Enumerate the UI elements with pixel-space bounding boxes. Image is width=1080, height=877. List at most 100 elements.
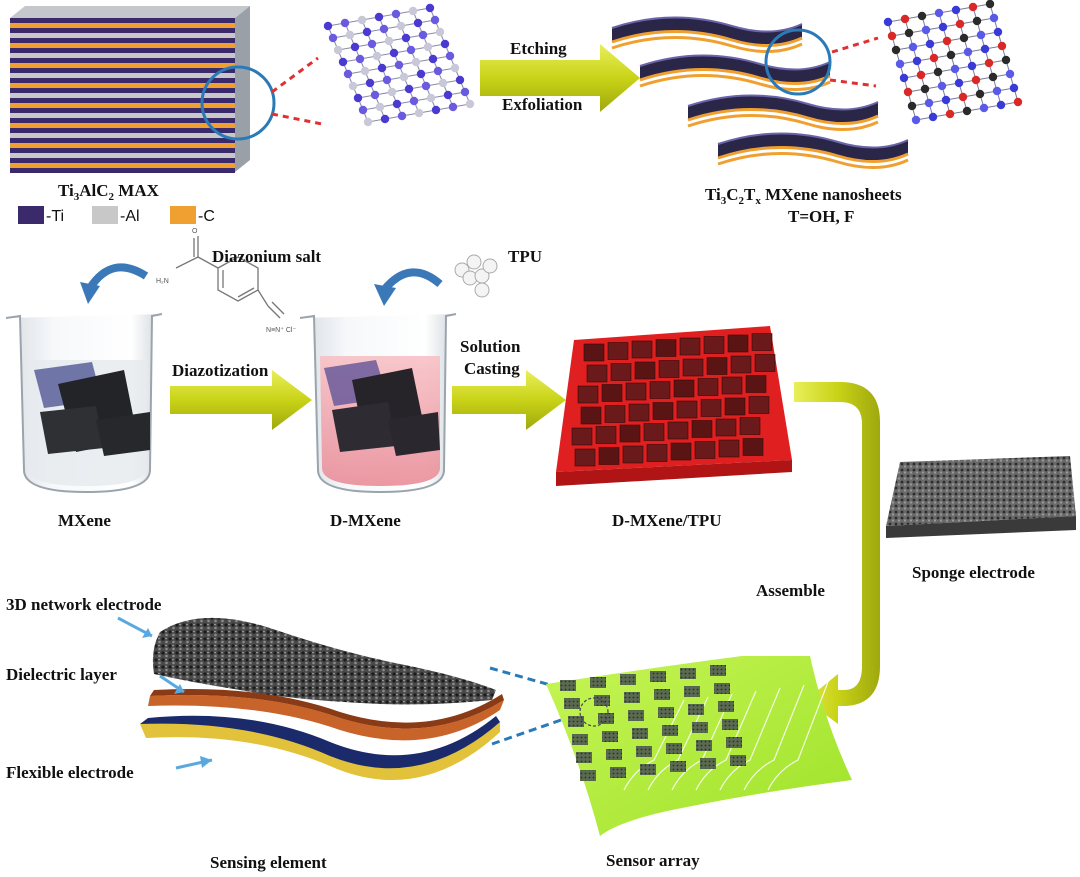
atom <box>401 33 411 43</box>
element-legend: -Ti -Al -C <box>18 206 215 225</box>
film-tile <box>583 343 605 362</box>
max-layer <box>10 23 235 28</box>
film-tile <box>727 334 749 353</box>
sensor-array <box>546 656 852 836</box>
sensor-pad <box>684 686 700 697</box>
legend-label-ti: -Ti <box>46 208 64 225</box>
sensor-trace <box>719 687 781 791</box>
atom <box>409 96 419 106</box>
mxene-sheet <box>688 95 878 124</box>
film-tile <box>580 406 602 425</box>
atom <box>963 47 973 57</box>
atom <box>445 51 455 61</box>
atom <box>450 63 460 73</box>
dmxene-tpu-film <box>556 326 792 486</box>
atom <box>435 27 445 37</box>
film-tile <box>622 445 644 464</box>
film-tile <box>718 439 740 458</box>
chem-diazonium-group-label: N≡N⁺ Cl⁻ <box>266 326 296 334</box>
beaker-mxene <box>5 313 163 494</box>
legend-swatch-ti <box>18 206 44 224</box>
mxene-sheet-top <box>687 94 879 111</box>
film-tile <box>715 418 737 437</box>
sensor-pad <box>624 692 640 703</box>
atom <box>955 19 965 29</box>
atom <box>951 5 961 15</box>
sensor-pad <box>692 722 708 733</box>
sensor-pad <box>576 752 592 763</box>
pointer-arrowhead <box>200 756 212 768</box>
atom <box>355 54 365 64</box>
max-layer <box>10 93 235 98</box>
atom <box>959 33 969 43</box>
max-layer <box>10 138 235 143</box>
sensor-pad <box>564 698 580 709</box>
atom <box>430 15 440 25</box>
max-layer <box>10 38 235 43</box>
atom <box>997 41 1007 51</box>
max-layer <box>10 48 235 53</box>
film-tile <box>634 361 656 380</box>
sponge-electrode-label: Sponge electrode <box>912 563 1035 582</box>
atom <box>920 84 930 94</box>
film-tile <box>706 357 728 375</box>
film-tile <box>577 385 599 404</box>
atom <box>421 81 431 91</box>
atom <box>962 106 972 116</box>
atom <box>406 45 416 55</box>
sensor-pad <box>602 731 618 742</box>
atom <box>904 28 914 38</box>
solution-casting-arrow <box>452 370 566 430</box>
zoom-circle-mxene <box>764 28 832 96</box>
max-layer <box>10 73 235 78</box>
atom <box>350 42 360 52</box>
tpu-pellets <box>454 254 498 298</box>
atom <box>925 39 935 49</box>
atom <box>958 92 968 102</box>
film-tile <box>673 379 695 398</box>
mxene-sheet <box>612 17 802 46</box>
atom <box>954 78 964 88</box>
atom <box>911 115 921 125</box>
atom <box>362 27 372 37</box>
dmxene-tpu-label: D-MXene/TPU <box>612 511 722 530</box>
atom <box>374 12 384 22</box>
max-layer <box>10 78 235 83</box>
max-layer <box>10 143 235 148</box>
add-reagent-arrow <box>86 263 149 291</box>
atom <box>988 72 998 82</box>
atom <box>433 66 443 76</box>
atom <box>408 6 418 16</box>
sensor-pad <box>572 734 588 745</box>
film-tile <box>643 423 665 441</box>
sensor-pad <box>632 728 648 739</box>
mxene-sheet-top <box>611 16 803 33</box>
etching-label: Etching <box>510 39 567 58</box>
atom <box>404 84 414 94</box>
atom <box>382 75 392 85</box>
sensor-trace <box>767 681 829 791</box>
callout-line <box>829 78 877 88</box>
atom <box>416 69 426 79</box>
chem-oxygen-label: O <box>192 228 198 235</box>
atom <box>389 48 399 58</box>
mxene-sheet-top <box>717 132 909 149</box>
atom <box>1001 55 1011 65</box>
atom <box>353 93 363 103</box>
atom <box>345 30 355 40</box>
film-tile <box>682 358 704 377</box>
dmxene-beaker-label: D-MXene <box>330 511 401 530</box>
atom <box>971 75 981 85</box>
atom <box>941 95 951 105</box>
layer-top-label: 3D network electrode <box>6 595 162 614</box>
film-tile <box>667 421 689 440</box>
film-tile <box>703 336 725 354</box>
atom <box>426 93 436 103</box>
atom <box>1009 83 1019 93</box>
max-phase-block <box>10 6 250 173</box>
sensor-pad <box>680 668 696 679</box>
sensor-pad <box>654 689 670 700</box>
atom <box>989 13 999 23</box>
sensor-pad <box>718 701 734 712</box>
max-layer <box>10 118 235 123</box>
